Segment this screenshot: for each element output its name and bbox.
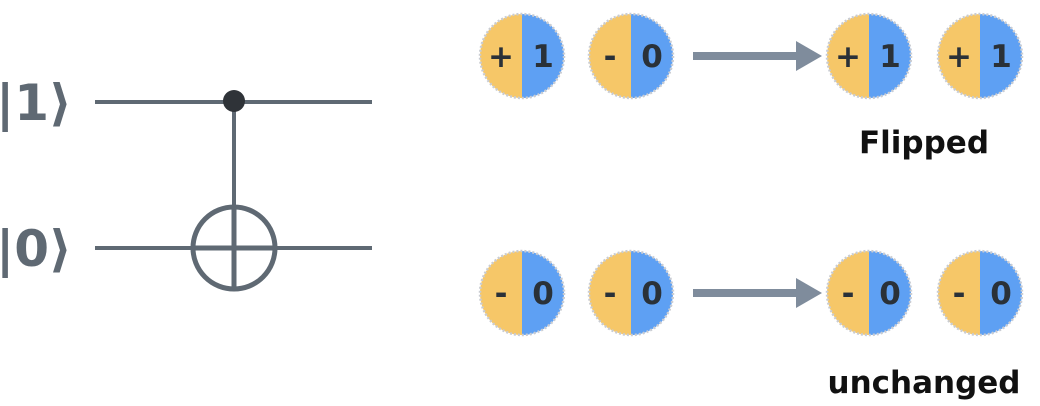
arrow-shaft (693, 52, 798, 60)
coin-before-1: -0 (478, 249, 566, 337)
coin-sign: + (835, 39, 861, 75)
coin-outline (478, 249, 566, 337)
coin-sign: + (488, 39, 514, 75)
coin-bit: 0 (532, 276, 554, 312)
coin-before-1: +1 (478, 12, 566, 100)
coin-sign: - (842, 276, 855, 312)
coin-outline (825, 12, 913, 100)
coin-after-2: -0 (936, 249, 1024, 337)
coin-bit: 1 (990, 39, 1012, 75)
coin-bit: 0 (990, 276, 1012, 312)
coin-outline (936, 249, 1024, 337)
captions: Flipped unchanged (828, 125, 1021, 401)
row-caption: Flipped (859, 125, 989, 161)
coin-before-2: -0 (587, 12, 675, 100)
arrow-head (796, 278, 822, 308)
row-caption: unchanged (828, 365, 1021, 401)
coin-sign: - (953, 276, 966, 312)
arrow-head (796, 41, 822, 71)
coin-outline (825, 249, 913, 337)
transition-arrow (693, 41, 822, 71)
coin-sign: + (946, 39, 972, 75)
coin-outline (478, 12, 566, 100)
coin-outline (587, 249, 675, 337)
coin-outline (587, 12, 675, 100)
coin-sign: - (604, 39, 617, 75)
qubit-top-label: |1⟩ (0, 74, 72, 132)
arrow-shaft (693, 289, 798, 297)
coin-after-1: +1 (825, 12, 913, 100)
transition-arrow (693, 278, 822, 308)
coin-bit: 1 (879, 39, 901, 75)
control-dot (223, 90, 245, 112)
coin-bit: 0 (641, 39, 663, 75)
coin-bit: 0 (879, 276, 901, 312)
coin-sign: - (604, 276, 617, 312)
cnot-circuit: |1⟩ |0⟩ (0, 74, 372, 292)
coin-after-1: -0 (825, 249, 913, 337)
coin-outline (936, 12, 1024, 100)
coin-bit: 0 (641, 276, 663, 312)
coin-before-2: -0 (587, 249, 675, 337)
coin-rows: +1-0+1+1-0-0-0-0 (478, 12, 1024, 337)
coin-sign: - (495, 276, 508, 312)
coin-after-2: +1 (936, 12, 1024, 100)
transition-arrows (693, 41, 822, 308)
qubit-bottom-label: |0⟩ (0, 220, 72, 278)
coin-bit: 1 (532, 39, 554, 75)
